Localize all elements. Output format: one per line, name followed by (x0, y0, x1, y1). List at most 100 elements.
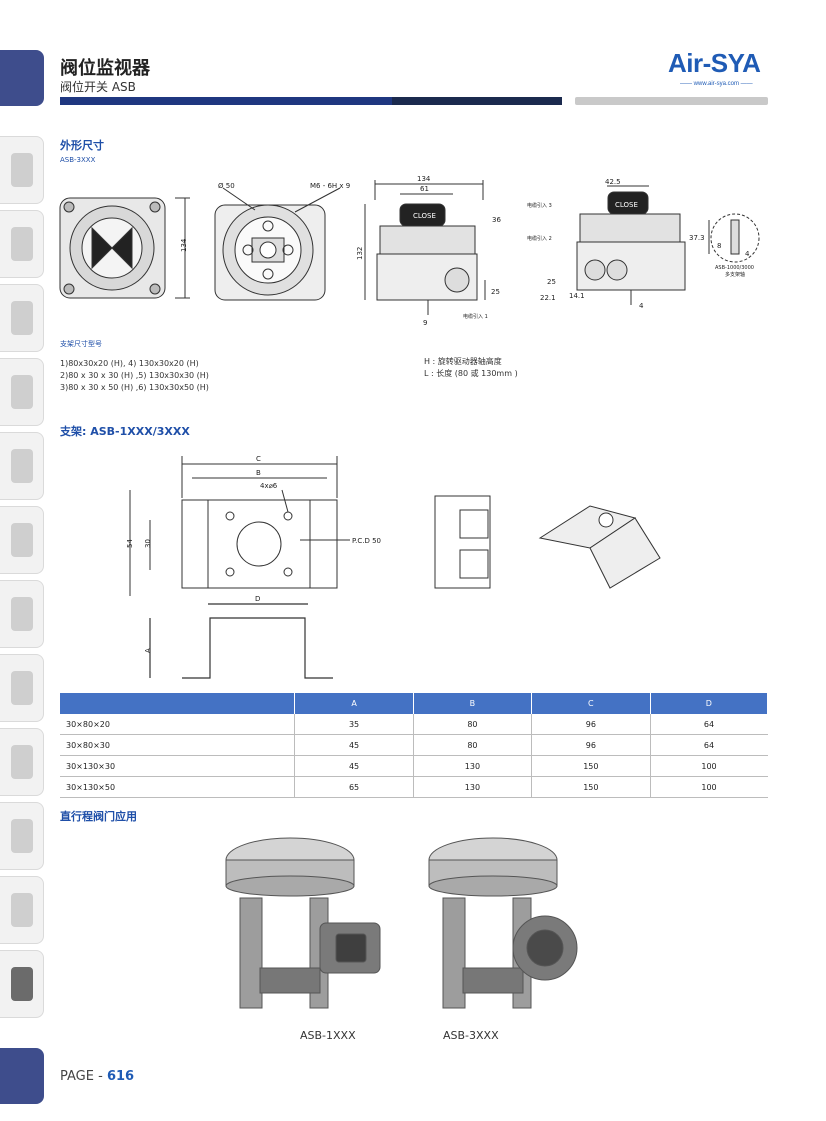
side2-dim-25: 25 (547, 278, 556, 286)
table-cell: 150 (531, 776, 651, 798)
side-tab-11[interactable] (0, 876, 44, 944)
shaft-dim-37-3: 37.3 (689, 234, 705, 242)
shaft-label-2: 多支架轴 (725, 271, 745, 278)
bracket-label-a: A (144, 648, 152, 653)
page-title: 阀位监视器 (60, 58, 150, 79)
table-row: 30×130×50 65 130 150 100 (60, 776, 768, 798)
bracket-3d-view (538, 505, 661, 589)
table-cell: 30×130×30 (60, 755, 295, 777)
top-dim-dia: Ø 50 (218, 182, 235, 190)
side-tab-1[interactable] (0, 136, 44, 204)
side-tab-12-active[interactable] (0, 950, 44, 1018)
table-cell: 130 (412, 755, 532, 777)
shaft-dim-8: 8 (717, 242, 721, 250)
bracket-label-holes: 4x⌀6 (260, 482, 278, 490)
table-cell: 100 (649, 755, 768, 777)
table-cell: 80 (412, 734, 532, 756)
note-line: H : 旋转驱动器轴高度 (424, 357, 502, 366)
header-bar-gray (575, 97, 768, 105)
fitting-icon (10, 301, 33, 335)
section-outline-title: 外形尺寸 (60, 139, 104, 152)
elbow-icon (10, 819, 33, 853)
page-footer: PAGE - 616 (60, 1069, 134, 1084)
table-cell: 65 (294, 776, 414, 798)
side-close-label: CLOSE (413, 212, 436, 220)
side2-dim-22-1: 22.1 (540, 294, 556, 302)
side-tab-3[interactable] (0, 284, 44, 352)
side-tab-4[interactable] (0, 358, 44, 426)
header-bar-navy (392, 97, 562, 105)
table-row: 30×80×20 35 80 96 64 (60, 714, 768, 735)
bracket-label-pcd: P.C.D 50 (352, 537, 381, 545)
table-cell: 96 (531, 714, 651, 735)
section-bracket-title: 支架: ASB-1XXX/3XXX (60, 425, 190, 438)
side-tab-9[interactable] (0, 728, 44, 796)
switch-box-icon (10, 967, 33, 1001)
side-dim-61: 61 (420, 185, 429, 193)
side-dim-9: 9 (423, 319, 427, 327)
actuator-image-1 (225, 837, 381, 1009)
bracket-side-view (434, 495, 491, 589)
bracket-label-d: D (255, 595, 260, 603)
table-cell: 30×130×50 (60, 776, 295, 798)
shaft-label-1: ASB-1000/3000 (715, 265, 754, 271)
actuator-icon (10, 523, 33, 557)
side-dim-25: 25 (491, 288, 500, 296)
side2-view-drawing (576, 185, 686, 305)
table-header-cell (60, 693, 296, 714)
silencer-icon (10, 893, 33, 927)
table-row: 30×130×30 45 130 150 100 (60, 755, 768, 777)
brand-logo: Air-SYA (668, 48, 761, 78)
side-tab-top[interactable] (0, 50, 44, 106)
side-tab-7[interactable] (0, 580, 44, 648)
top-view-drawing (214, 187, 341, 301)
table-cell: 45 (294, 755, 414, 777)
valve-body-icon (10, 449, 33, 483)
header-bar-blue (60, 97, 392, 105)
actuator-image-2 (428, 837, 578, 1009)
side2-dim-14-1: 14.1 (569, 292, 585, 300)
bracket-drawings: C B 4x⌀6 P.C.D 50 54 30 D A (126, 455, 661, 679)
side-tab-6[interactable] (0, 506, 44, 574)
regulator-icon (10, 745, 33, 779)
side2-dim-42-5: 42.5 (605, 178, 621, 186)
bracket-front-view (149, 603, 333, 679)
table-header-row: A B C D (60, 693, 769, 714)
page-number: 616 (106, 1069, 135, 1084)
image2-caption: ASB-3XXX (443, 1029, 499, 1042)
bracket-label-c: C (256, 455, 261, 463)
side-dim-36: 36 (492, 216, 501, 224)
section-outline-model: ASB-3XXX (60, 156, 96, 164)
table-cell: 100 (649, 776, 768, 798)
bracket-label-b: B (256, 469, 261, 477)
table-cell: 130 (412, 776, 532, 798)
table-cell: 150 (531, 755, 651, 777)
table-header-cell: D (650, 693, 769, 714)
page-subtitle: 阀位开关 ASB (60, 80, 136, 94)
side-tab-2[interactable] (0, 210, 44, 278)
manifold-icon (10, 671, 33, 705)
bracket-top-view (129, 456, 350, 596)
bracket-model-line: 3)80 x 30 x 50 (H) ,6) 130x30x50 (H) (60, 383, 209, 392)
note-line: L : 长度 (80 或 130mm ) (424, 369, 518, 378)
outline-drawings: 134 Ø 50 M6 - 6H x 9 134 61 CLOSE 36 132… (59, 175, 760, 327)
bracket-model-line: 1)80x30x20 (H), 4) 130x30x20 (H) (60, 359, 199, 368)
side-dim-132: 132 (356, 247, 364, 260)
valve-icon (10, 153, 33, 187)
table-cell: 35 (294, 714, 414, 735)
page-label: PAGE - (60, 1069, 103, 1084)
table-cell: 64 (649, 734, 768, 756)
table-header-cell: C (531, 693, 651, 714)
side-tab-bottom[interactable] (0, 1048, 44, 1104)
shaft-dim-4: 4 (745, 250, 750, 258)
table-header-cell: A (294, 693, 414, 714)
bracket-models-title: 支架尺寸型号 (60, 340, 102, 348)
notes-list: H : 旋转驱动器轴高度 L : 长度 (80 或 130mm ) (424, 356, 518, 380)
bracket-models-list: 1)80x30x20 (H), 4) 130x30x20 (H) 2)80 x … (60, 358, 209, 394)
pipe-icon (10, 375, 33, 409)
side-tab-8[interactable] (0, 654, 44, 722)
side-tab-10[interactable] (0, 802, 44, 870)
table-cell: 45 (294, 734, 414, 756)
side-tab-5[interactable] (0, 432, 44, 500)
image1-caption: ASB-1XXX (300, 1029, 356, 1042)
